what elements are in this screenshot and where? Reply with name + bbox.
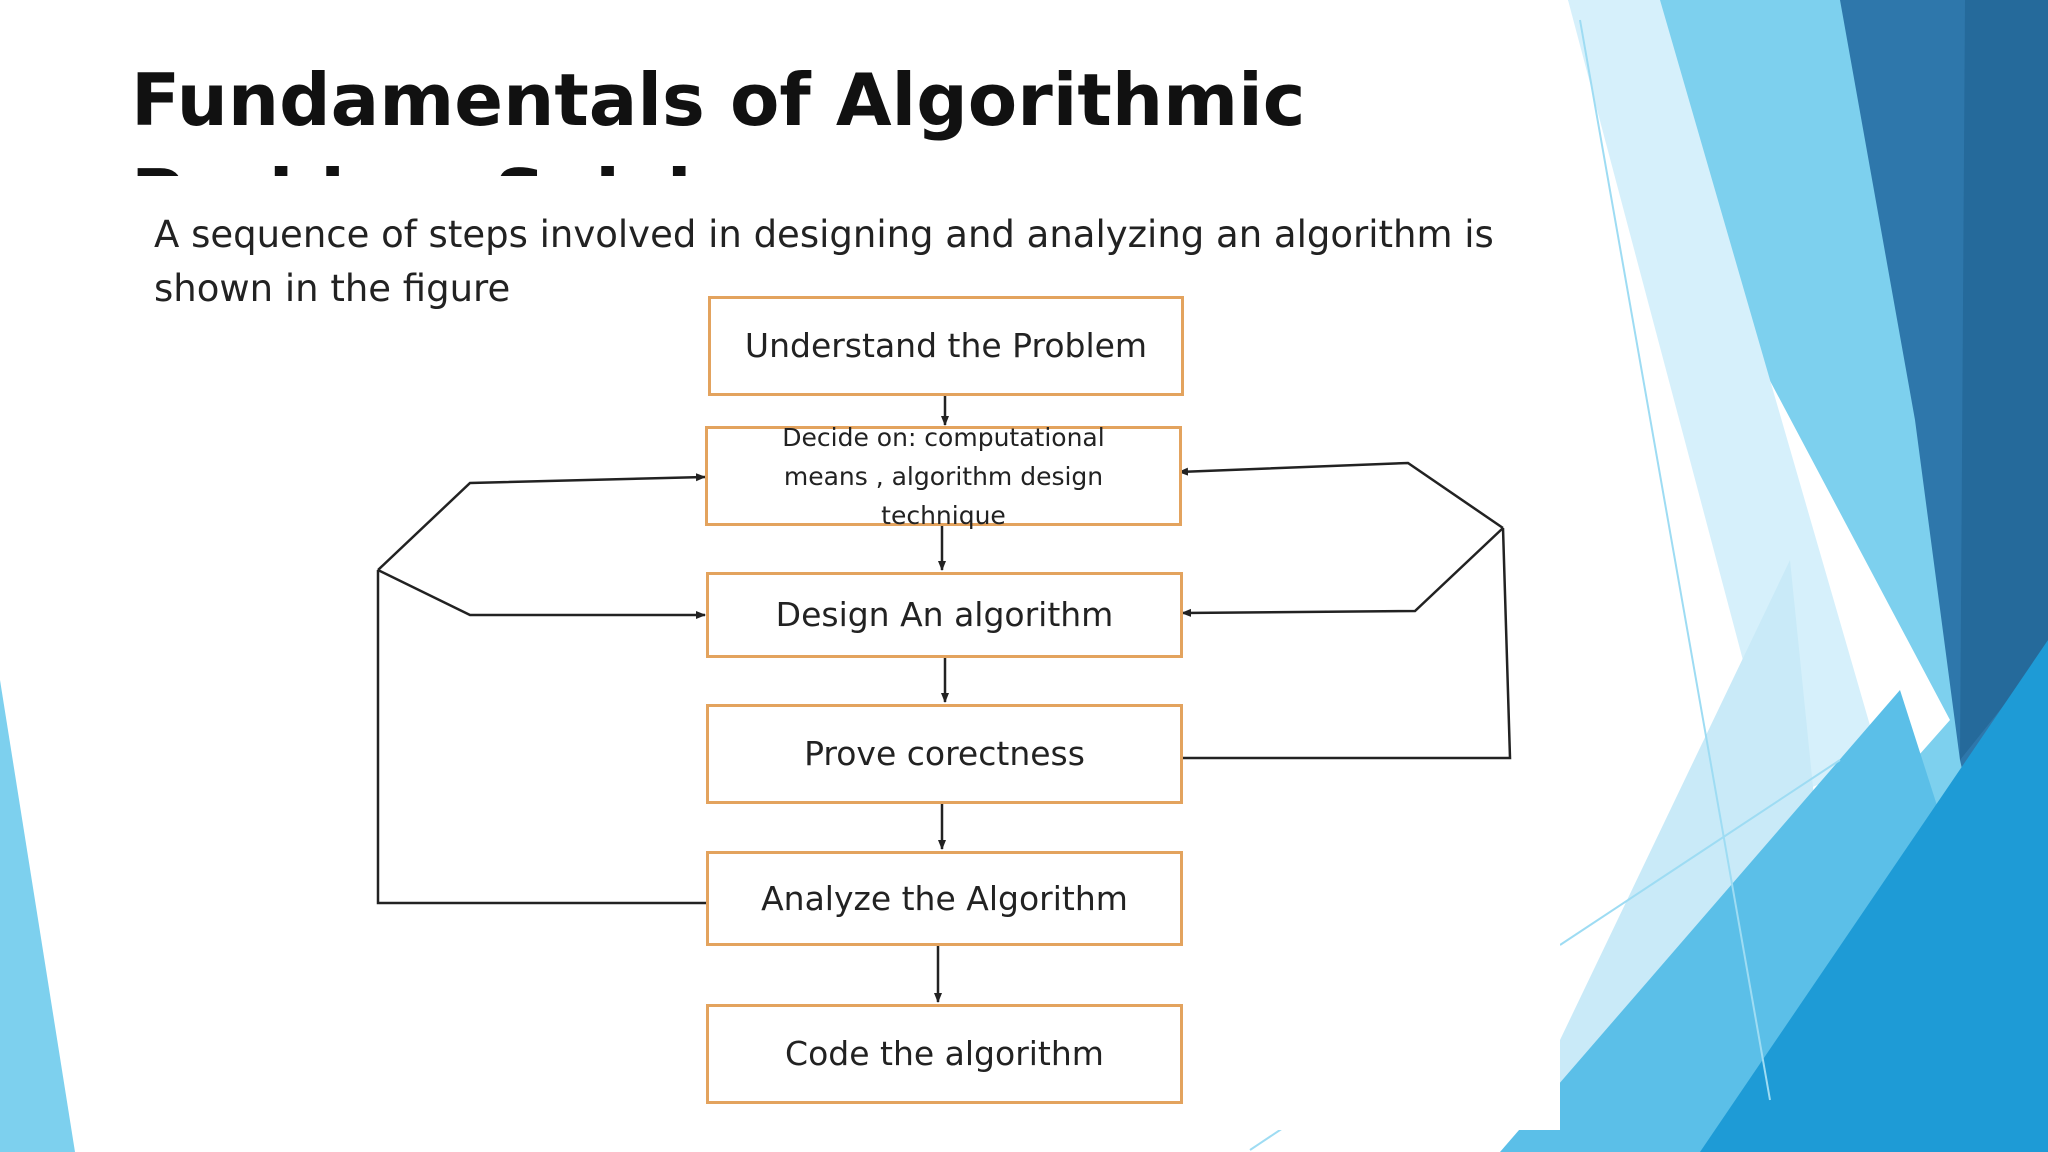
flowchart-figure: A sequence of steps involved in designin… [140,200,1560,1130]
right-darkest-band [1960,0,2048,760]
right-bright-triangle [1700,640,2048,1152]
feedback-arrow-right-to-design [1181,527,1504,617]
feedback-loop-analyze [376,570,708,905]
left-accent-shape [0,680,75,1152]
intro-text: A sequence of steps involved in designin… [154,213,1494,310]
decor-line-1 [1579,19,1771,1101]
feedback-arrow-right-to-decide [1178,461,1504,530]
step-design-algorithm: Design An algorithm [706,572,1183,658]
feedback-loop-prove [1182,527,1512,760]
flowchart-connectors [376,396,1512,1003]
step-analyze-algorithm: Analyze the Algorithm [706,851,1183,946]
feedback-arrow-left-to-decide [377,473,706,571]
step-understand-problem: Understand the Problem [708,296,1184,396]
feedback-arrow-left-to-design [377,568,706,619]
step-decide-on: Decide on: computational means , algorit… [705,423,1182,530]
decor-line-2 [1559,759,1841,946]
step-code-algorithm: Code the algorithm [706,1004,1183,1104]
slide-title: Fundamentals of Algorithmic Problem Solv… [131,58,1306,176]
right-white-sliver [1568,0,1880,800]
step-prove-correctness: Prove corectness [706,704,1183,804]
